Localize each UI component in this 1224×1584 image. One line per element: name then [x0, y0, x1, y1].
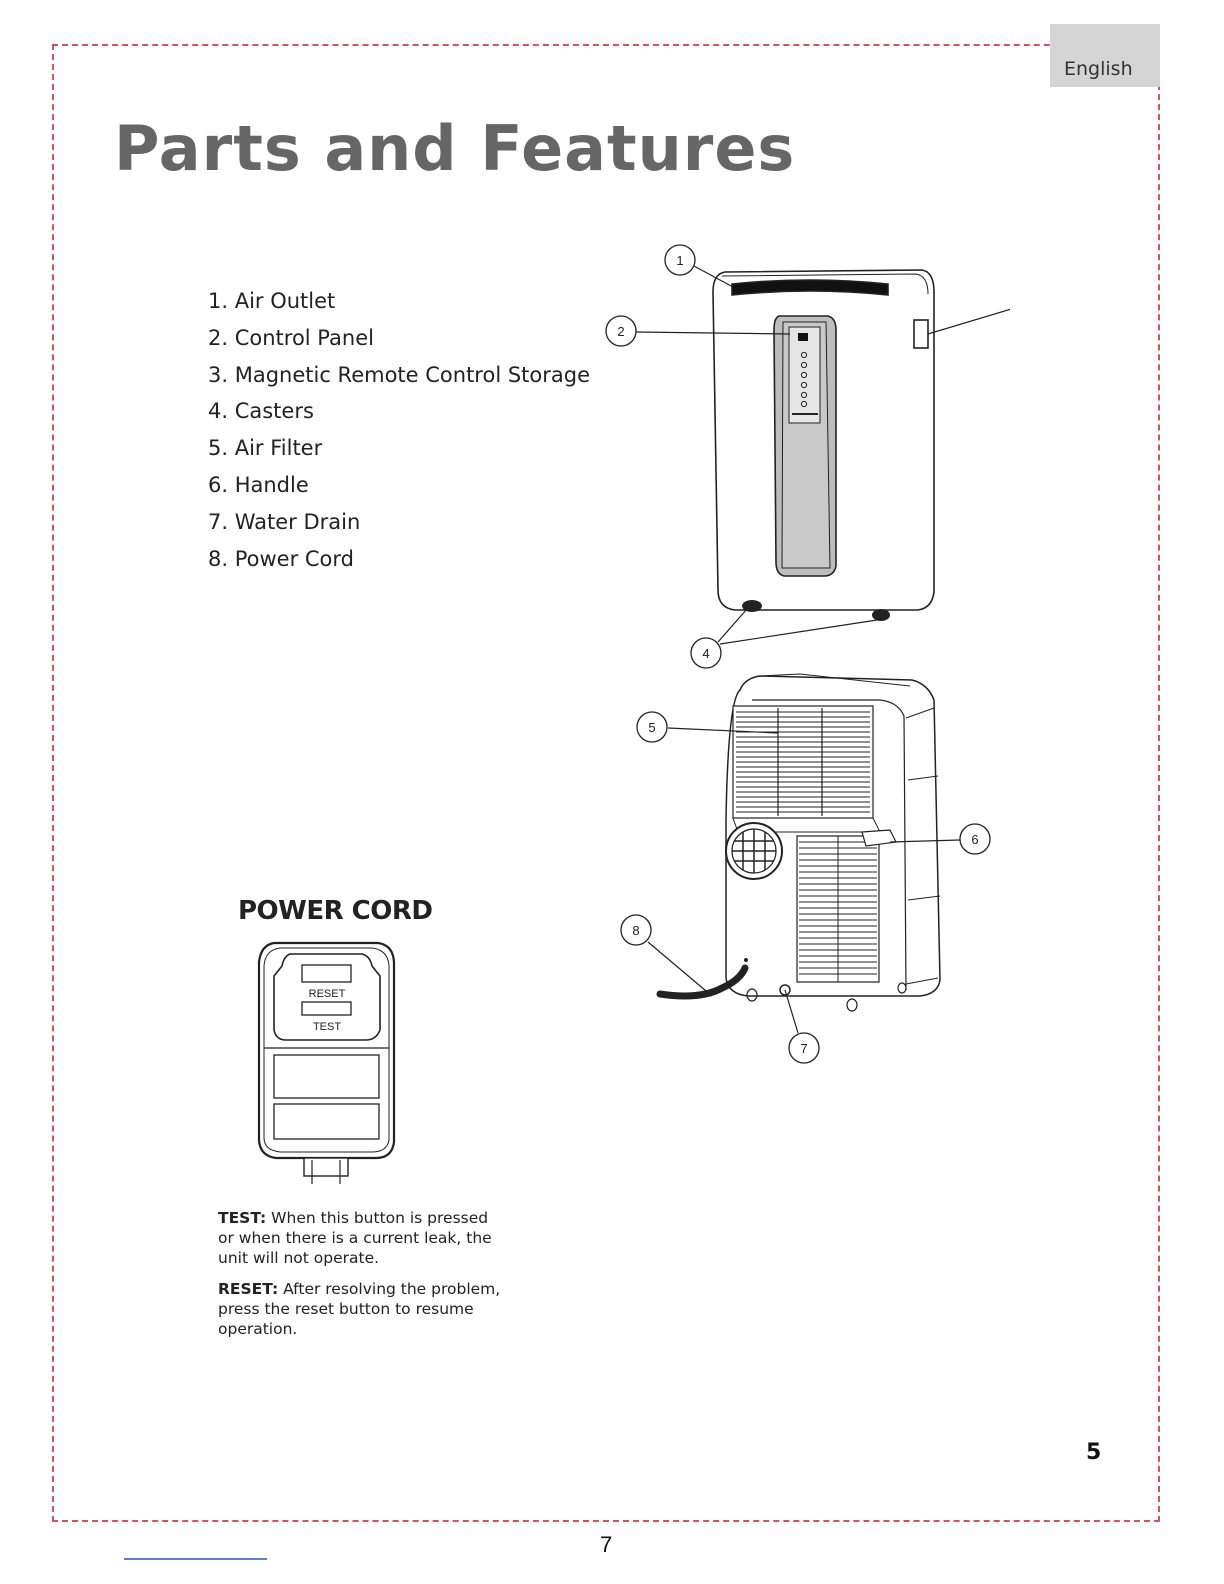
page-border: [52, 44, 1160, 1522]
reset-button-label: RESET: [309, 988, 346, 1000]
callout-label: 2: [617, 324, 624, 339]
list-item: 5. Air Filter: [208, 436, 323, 461]
front-view-illustration: [712, 269, 935, 621]
test-note-text: When this button is pressed or when ther…: [218, 1209, 492, 1267]
callout-label: 6: [971, 832, 978, 847]
reset-note-text: After resolving the problem, press the r…: [218, 1280, 501, 1338]
page-title: Parts and Features: [114, 112, 796, 185]
callout-circle: [620, 914, 652, 946]
callout-circle: [636, 711, 668, 743]
callout-label: 7: [800, 1041, 807, 1056]
reset-note: RESET: After resolving the problem, pres…: [218, 1279, 508, 1339]
callout-circle: [605, 315, 637, 347]
rear-view-illustration: [656, 673, 941, 1012]
parts-list: 1. Air Outlet 2. Control Panel 3. Magnet…: [208, 283, 590, 577]
callout-circle: [690, 637, 722, 669]
air-filter-grille: [736, 711, 870, 813]
list-item: 7. Water Drain: [208, 509, 361, 534]
footer-link-underline: [124, 1558, 267, 1560]
list-item: 4. Casters: [208, 399, 314, 424]
list-item: 8. Power Cord: [208, 546, 354, 571]
test-note-term: TEST:: [218, 1209, 267, 1227]
list-item: 6. Handle: [208, 472, 309, 497]
power-cord-plug-illustration: RESET TEST: [257, 941, 396, 1184]
callout-label: 8: [632, 923, 639, 938]
power-cord-heading: POWER CORD: [238, 896, 433, 926]
callout-markers: 1 2 3 4 5 6 7 8: [605, 244, 991, 1064]
callout-circle: [959, 823, 991, 855]
list-item: 2. Control Panel: [208, 325, 374, 350]
language-tab[interactable]: English: [1050, 24, 1160, 87]
language-label: English: [1064, 58, 1133, 80]
callout-label: 4: [702, 646, 709, 661]
exhaust-grille: [799, 841, 877, 975]
reset-note-term: RESET:: [218, 1280, 279, 1298]
test-note: TEST: When this button is pressed or whe…: [218, 1208, 508, 1268]
callout-circle: [788, 1032, 820, 1064]
list-item: 1. Air Outlet: [208, 289, 336, 313]
callout-label: 1: [676, 253, 683, 268]
page-number: 5: [1086, 1440, 1102, 1465]
callout-label: 5: [648, 720, 655, 735]
callout-leaders: [635, 265, 1010, 1034]
footer-page-number: 7: [600, 1532, 613, 1557]
test-button-label: TEST: [313, 1021, 341, 1033]
list-item: 3. Magnetic Remote Control Storage: [208, 362, 590, 387]
callout-circle: [664, 244, 696, 276]
air-conditioner-diagram: 1 2 3 4 5 6 7 8: [605, 244, 1010, 1064]
